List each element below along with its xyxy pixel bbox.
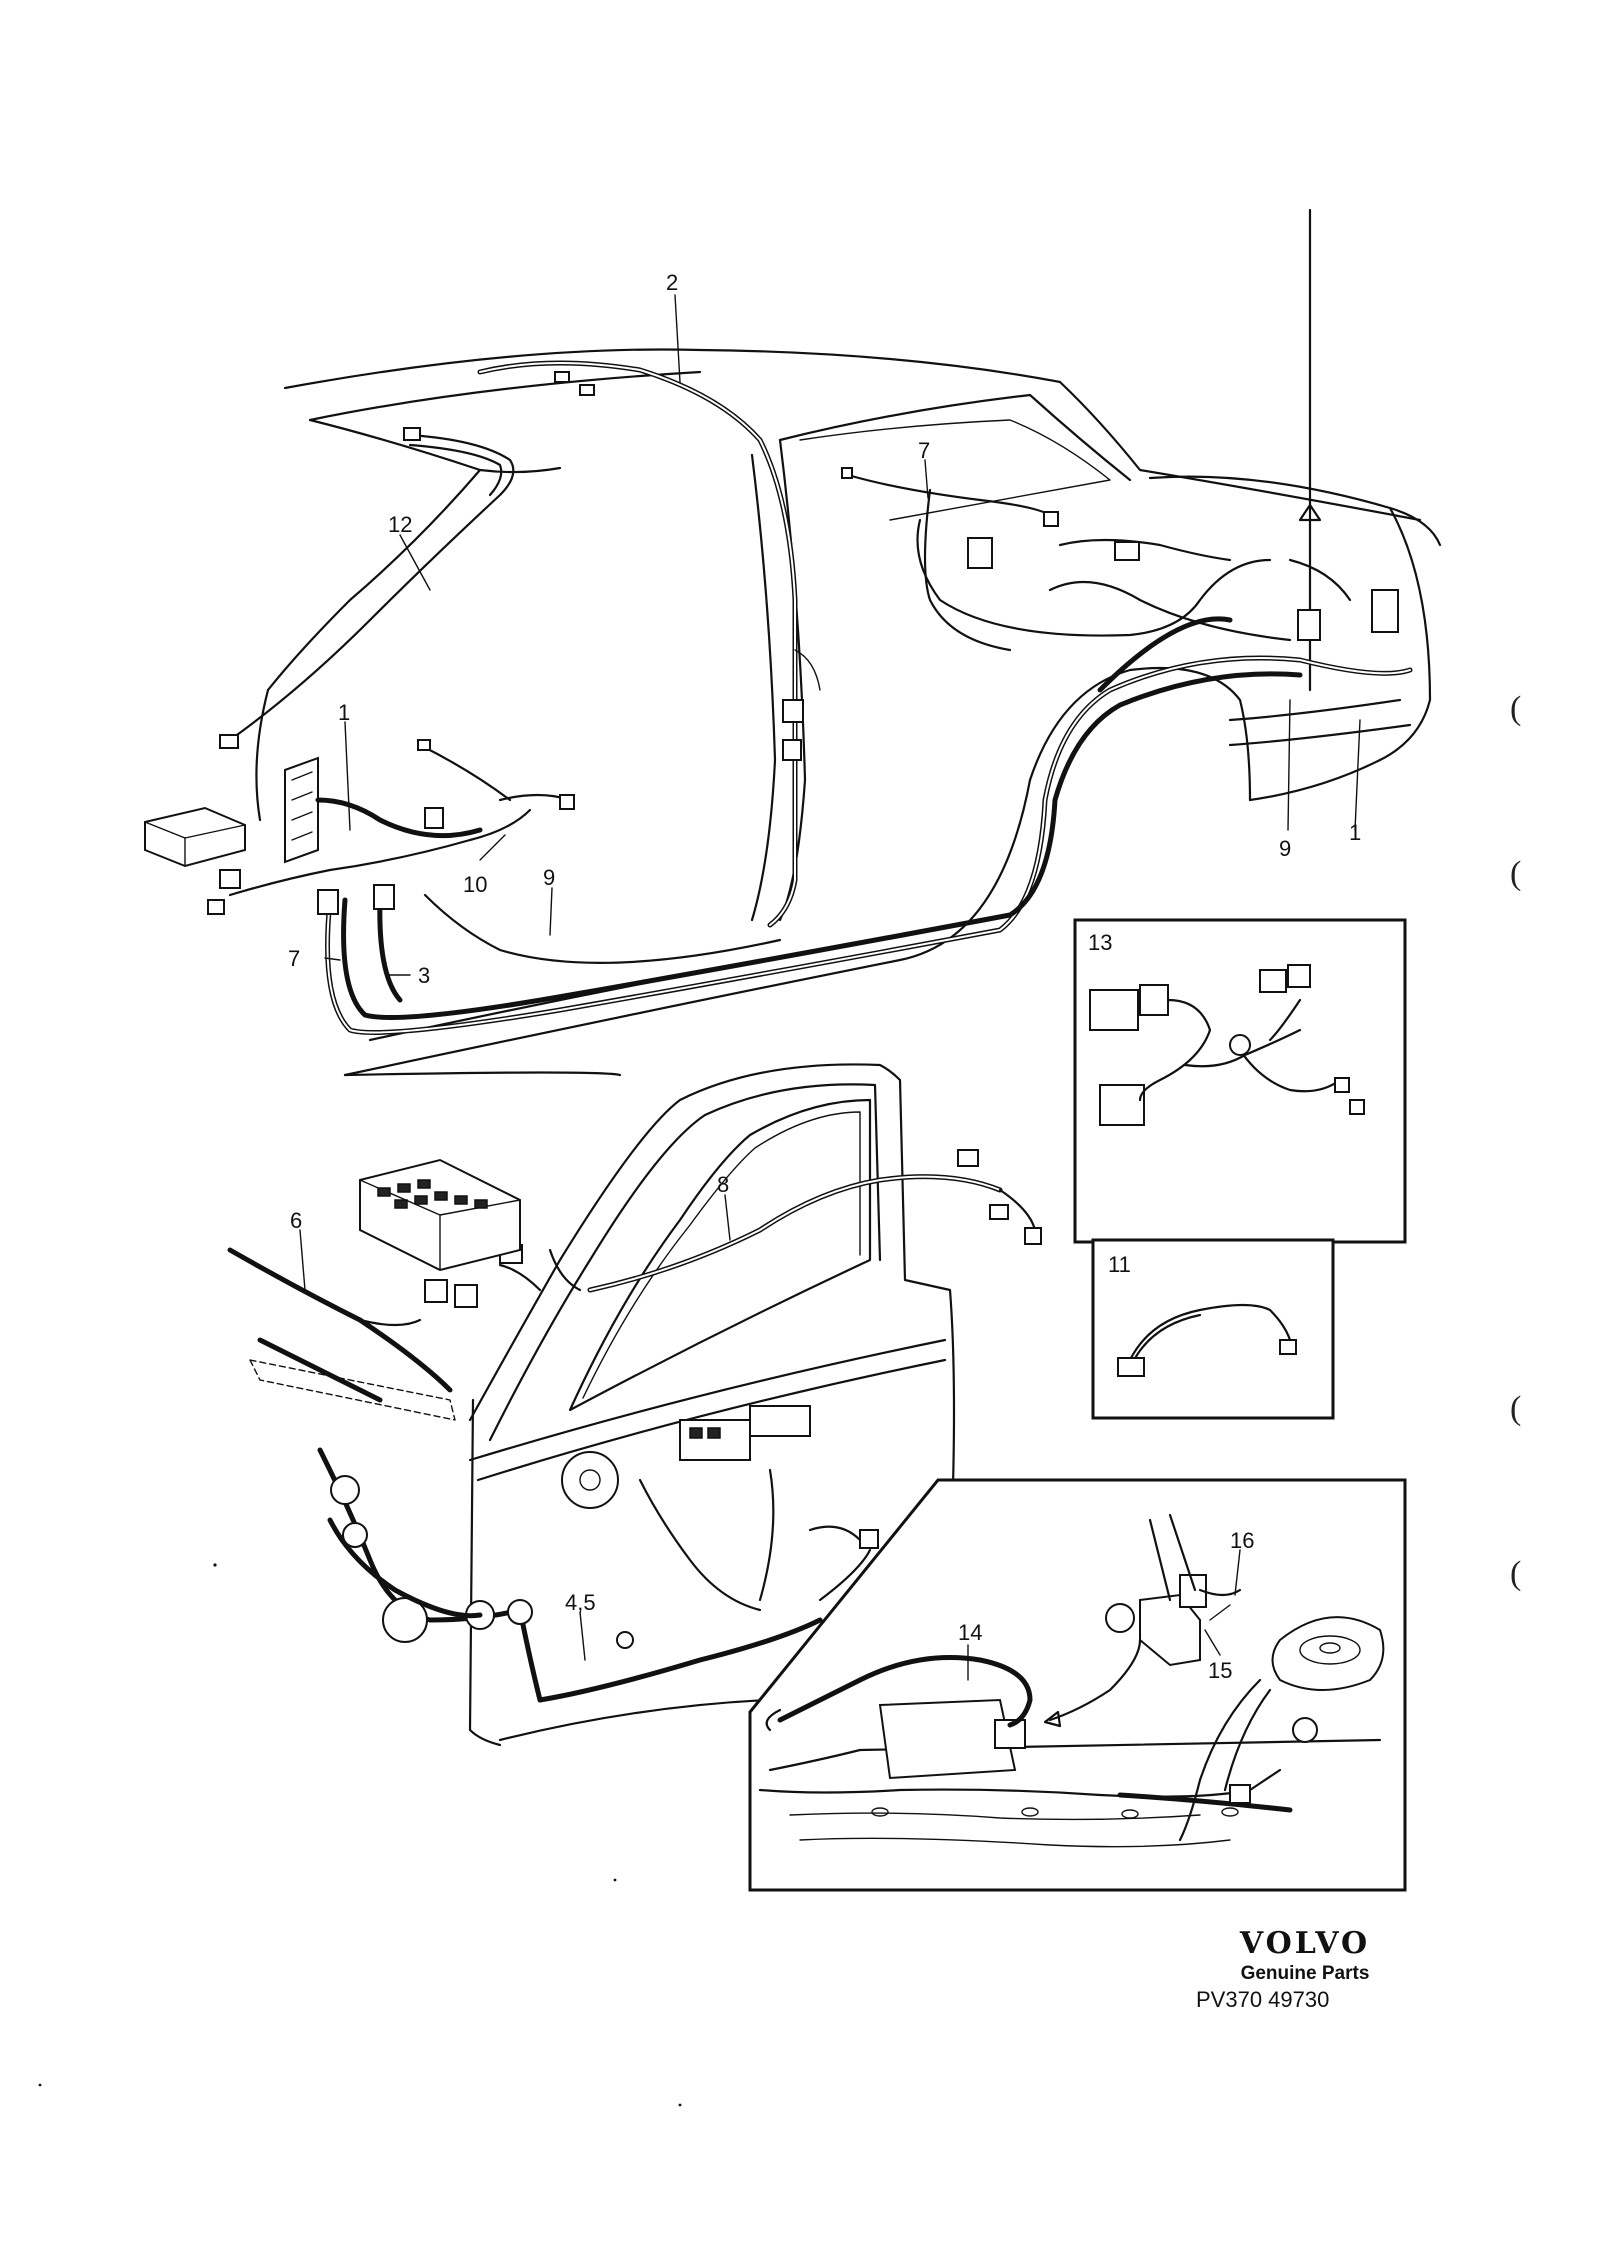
callout-1-left: 1 — [338, 700, 350, 725]
brand-footer: VOLVO Genuine Parts PV370 49730 — [1190, 1926, 1420, 2013]
margin-mark-2: ( — [1510, 855, 1522, 892]
harness-7-rear — [841, 467, 1399, 652]
genuine-parts-label: Genuine Parts — [1240, 1963, 1370, 1984]
callout-14: 14 — [958, 1620, 982, 1645]
callout-2: 2 — [666, 270, 678, 295]
callout-9-left: 9 — [543, 865, 555, 890]
margin-mark-4: ( — [1510, 1555, 1522, 1592]
callout-1-right: 1 — [1349, 820, 1361, 845]
brand-logo: VOLVO — [1239, 1926, 1371, 1961]
callout-13: 13 — [1088, 930, 1112, 955]
inset-11 — [1091, 1238, 1335, 1420]
callout-11: 11 — [1108, 1252, 1131, 1277]
main-harness — [325, 518, 1413, 1035]
antenna — [1297, 208, 1322, 692]
harness-8 — [587, 1149, 1042, 1293]
callout-16: 16 — [1230, 1528, 1254, 1553]
callout-3: 3 — [418, 963, 430, 988]
callout-45: 4,5 — [565, 1590, 596, 1615]
harness-6 — [227, 1158, 582, 1619]
harness-45 — [317, 1405, 879, 1703]
inset-14-16 — [748, 1478, 1407, 1892]
callout-10: 10 — [463, 872, 487, 897]
leader-lines — [299, 294, 1361, 1681]
margin-mark-3: ( — [1510, 1390, 1522, 1427]
callout-7-left: 7 — [288, 946, 300, 971]
reference-number: PV370 49730 — [1196, 1987, 1330, 2012]
harness-12 — [219, 427, 515, 749]
callout-7-top: 7 — [918, 438, 930, 463]
front-left-components — [144, 739, 782, 964]
callout-8: 8 — [717, 1172, 729, 1197]
callout-12: 12 — [388, 512, 412, 537]
callout-15: 15 — [1208, 1658, 1232, 1683]
callout-6: 6 — [290, 1208, 302, 1233]
callout-labels: 2 12 7 1 10 9 9 1 7 3 13 8 6 11 4,5 14 1… — [288, 270, 1361, 1683]
harness-2 — [477, 360, 821, 928]
scan-specks — [38, 1220, 1407, 2107]
callout-9-right: 9 — [1279, 836, 1291, 861]
margin-mark-1: ( — [1510, 690, 1522, 727]
inset-13 — [1073, 918, 1407, 1244]
car-body-outline — [255, 348, 1442, 1077]
